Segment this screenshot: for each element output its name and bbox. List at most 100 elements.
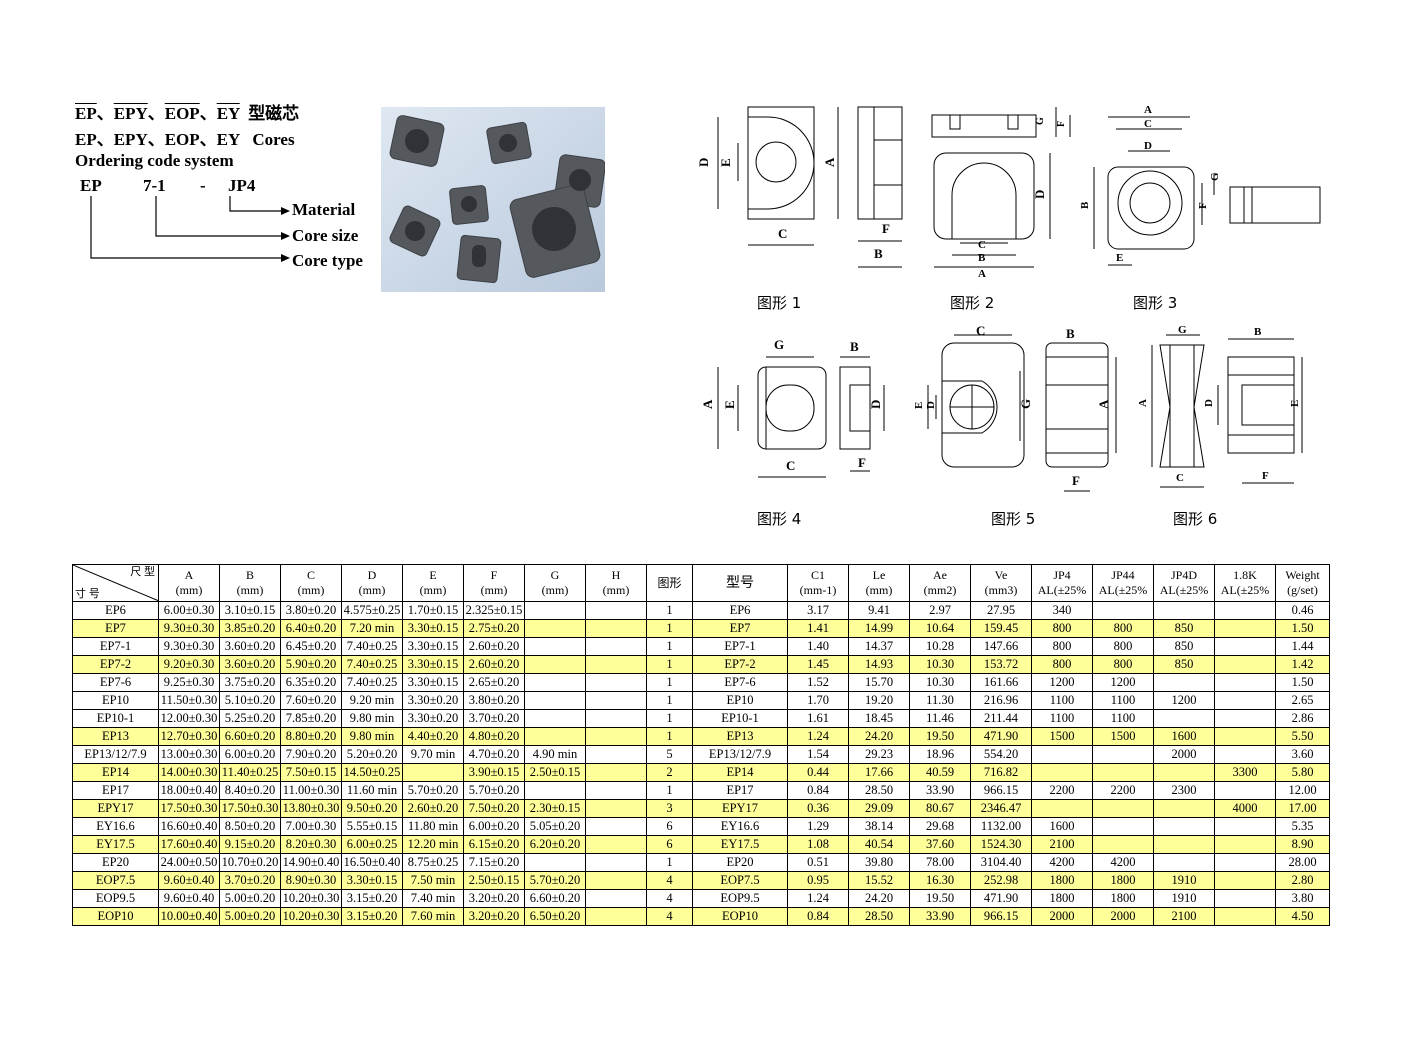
table-cell: EP6 (72, 601, 159, 620)
table-cell: 9.20 min (341, 691, 403, 710)
header-f: F(mm) (463, 564, 525, 602)
table-cell: 3.60±0.20 (219, 637, 281, 656)
label-core-size: Core size (292, 226, 359, 245)
table-cell (1214, 817, 1276, 836)
table-cell (524, 655, 586, 674)
header-unit: (mm) (419, 583, 447, 597)
table-cell: 1.44 (1275, 637, 1330, 656)
table-cell: 147.66 (970, 637, 1032, 656)
table-cell: 6 (646, 835, 693, 854)
table-cell (1214, 655, 1276, 674)
table-cell: EP13/12/7.9 (692, 745, 788, 764)
table-cell: 1910 (1153, 871, 1215, 890)
header-unit: (g/set) (1287, 583, 1318, 597)
table-cell (524, 853, 586, 872)
table-cell (1153, 709, 1215, 728)
svg-text:C: C (976, 323, 985, 338)
table-cell: EOP7.5 (72, 871, 159, 890)
table-cell: 5.35 (1275, 817, 1330, 836)
svg-text:B: B (850, 339, 859, 354)
svg-text:A: A (978, 268, 986, 280)
table-cell: 252.98 (970, 871, 1032, 890)
table-cell: 2.60±0.20 (463, 637, 525, 656)
table-cell: 14.50±0.25 (341, 763, 403, 782)
core-shape-drawings: D E A C B F G F D C B A A C D B F G E G … (696, 104, 1321, 492)
svg-text:A: A (822, 157, 837, 167)
table-cell: 1200 (1092, 673, 1154, 692)
table-cell: 11.60 min (341, 781, 403, 800)
table-cell: 6.45±0.20 (280, 637, 342, 656)
table-cell (1214, 673, 1276, 692)
table-cell: 78.00 (909, 853, 971, 872)
table-cell: 8.75±0.25 (402, 853, 464, 872)
table-cell: 3300 (1214, 763, 1276, 782)
table-cell (1092, 835, 1154, 854)
header-ae: Ae(mm2) (909, 564, 971, 602)
table-cell: 3.80±0.20 (463, 691, 525, 710)
code-separator: - (200, 176, 206, 195)
table-cell: 5.55±0.15 (341, 817, 403, 836)
table-cell (1153, 817, 1215, 836)
table-cell: 4.575±0.25 (341, 601, 403, 620)
table-cell: 29.68 (909, 817, 971, 836)
svg-text:G: G (1178, 324, 1187, 336)
table-cell: 10.30 (909, 673, 971, 692)
table-cell: EP7-2 (72, 655, 159, 674)
table-cell (1214, 889, 1276, 908)
code-core-type: EP (80, 176, 102, 195)
table-cell: EP10 (72, 691, 159, 710)
table-cell: 11.30 (909, 691, 971, 710)
title-suffix: 型磁芯 (239, 104, 300, 123)
label-material: Material (292, 200, 356, 219)
table-cell: 2100 (1153, 907, 1215, 926)
header-name: 1.8K (1233, 568, 1257, 582)
table-cell (1214, 709, 1276, 728)
table-cell: 1.54 (787, 745, 849, 764)
table-cell: 4200 (1031, 853, 1093, 872)
table-cell: 18.45 (848, 709, 910, 728)
table-cell (585, 637, 647, 656)
table-cell: 80.67 (909, 799, 971, 818)
table-cell: 1100 (1092, 709, 1154, 728)
table-cell: 11.00±0.30 (280, 781, 342, 800)
table-cell: 1800 (1092, 871, 1154, 890)
table-cell: 8.20±0.30 (280, 835, 342, 854)
header-name: JP4 (1053, 568, 1071, 582)
table-cell: 5.10±0.20 (219, 691, 281, 710)
table-cell: 1800 (1031, 889, 1093, 908)
table-cell: 5.90±0.20 (280, 655, 342, 674)
ordering-code-arrows (90, 196, 290, 262)
table-cell: 3.30±0.15 (402, 619, 464, 638)
svg-text:G: G (1035, 117, 1046, 125)
table-cell: 9.30±0.30 (158, 637, 220, 656)
table-cell (524, 637, 586, 656)
table-cell: 340 (1031, 601, 1093, 620)
table-cell: 13.80±0.30 (280, 799, 342, 818)
table-cell: 1 (646, 727, 693, 746)
table-cell (1092, 745, 1154, 764)
table-cell: 14.93 (848, 655, 910, 674)
header-name: B (245, 568, 254, 582)
table-cell: 7.20 min (341, 619, 403, 638)
table-cell: 9.30±0.30 (158, 619, 220, 638)
table-cell: 2000 (1092, 907, 1154, 926)
table-cell: EP17 (692, 781, 788, 800)
table-cell: 4 (646, 871, 693, 890)
table-cell: 7.50±0.20 (463, 799, 525, 818)
table-cell: 800 (1031, 655, 1093, 674)
table-cell: EOP9.5 (692, 889, 788, 908)
table-cell: 5.00±0.20 (219, 889, 281, 908)
table-cell: 0.84 (787, 907, 849, 926)
svg-text:F: F (858, 455, 866, 470)
table-cell: 3.30±0.20 (402, 691, 464, 710)
svg-text:A: A (1096, 399, 1111, 409)
